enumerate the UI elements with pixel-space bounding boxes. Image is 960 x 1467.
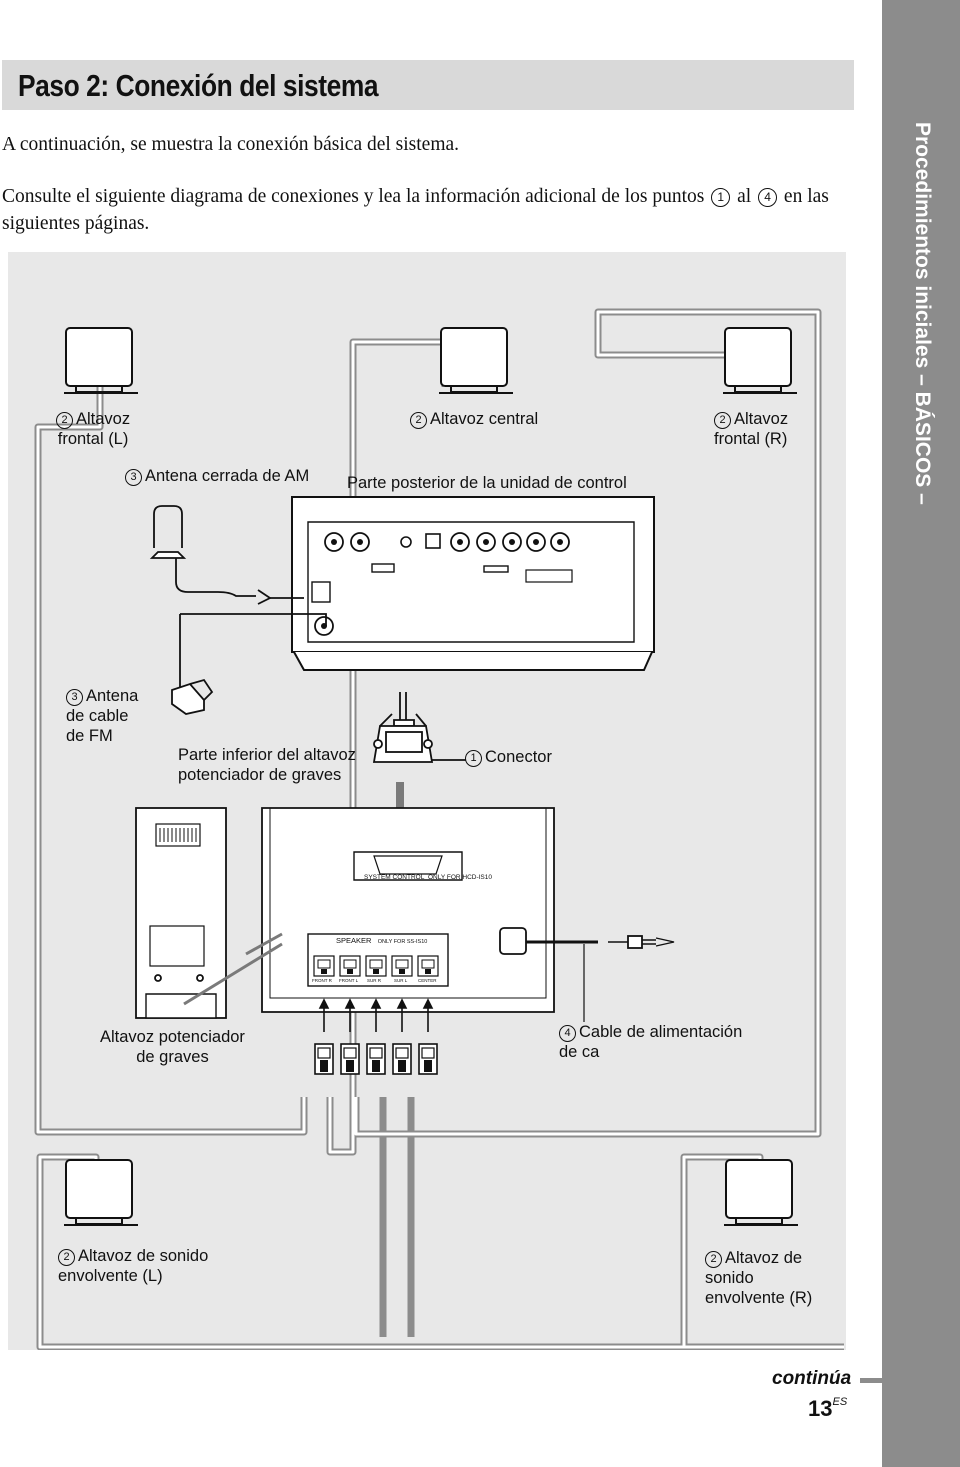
connection-diagram: SYSTEM CONTROL ONLY FOR HCD-IS10 SPEAKER… — [8, 252, 846, 1350]
instruction-text: Consulte el siguiente diagrama de conexi… — [2, 186, 829, 234]
terminal-label-front-r: FRONT R — [312, 978, 332, 983]
speaker-plug-icon — [340, 1043, 360, 1075]
section-side-tab — [882, 0, 960, 1467]
step-number-1: 1 — [711, 188, 731, 207]
terminal-label-sur-r: SUR R — [367, 978, 382, 983]
surround-right-speaker-icon — [723, 1159, 799, 1226]
continues-label: continúa — [772, 1368, 852, 1389]
step-number-4: 4 — [758, 188, 778, 207]
speaker-plug-icon — [392, 1043, 412, 1075]
title-bar: Paso 2: Conexión del sistema — [2, 60, 854, 110]
am-loop-antenna-icon — [149, 505, 304, 605]
front-left-speaker-icon — [63, 327, 139, 394]
intro-text: A continuación, se muestra la conexión b… — [2, 134, 460, 155]
speaker-plug-icon — [366, 1043, 386, 1075]
system-control-connector-icon — [372, 692, 466, 763]
subwoofer-bottom-label: Parte inferior del altavoz potenciador d… — [178, 746, 356, 784]
subwoofer-label: Altavoz potenciador de graves — [100, 1028, 245, 1066]
control-unit-rear-label: Parte posterior de la unidad de control — [347, 474, 627, 492]
front-l-terminal-icon — [339, 955, 361, 977]
speaker-port-label: SPEAKER ONLY FOR SS-IS10 — [336, 936, 428, 945]
surround-left-speaker-icon — [63, 1159, 139, 1226]
terminal-label-front-l: FRONT L — [339, 978, 359, 983]
fm-wire-antenna-icon — [171, 613, 327, 715]
terminal-label-sur-l: SUR L — [394, 978, 408, 983]
speaker-plug-icon — [418, 1043, 438, 1075]
subwoofer-bottom-panel-icon — [183, 807, 675, 1013]
page-number: 13ES — [808, 1396, 848, 1421]
center-speaker-icon — [438, 327, 514, 394]
front-right-speaker-icon — [722, 327, 798, 394]
section-side-tab-label: Procedimientos iniciales – BÁSICOS – — [911, 122, 934, 505]
speaker-plug-icon — [314, 1043, 334, 1075]
continues-bar — [860, 1378, 882, 1383]
subwoofer-icon — [135, 807, 227, 1019]
system-control-port-label: SYSTEM CONTROL ONLY FOR HCD-IS10 — [364, 874, 492, 881]
front-r-terminal-icon — [313, 955, 335, 977]
terminal-label-center: CENTER — [418, 978, 437, 983]
connection-diagram-drawing — [34, 308, 844, 1350]
page-title: Paso 2: Conexión del sistema — [18, 68, 379, 103]
control-unit-rear-icon — [291, 496, 655, 671]
sur-r-terminal-icon — [365, 955, 387, 977]
center-terminal-icon — [417, 955, 439, 977]
sur-l-terminal-icon — [391, 955, 413, 977]
